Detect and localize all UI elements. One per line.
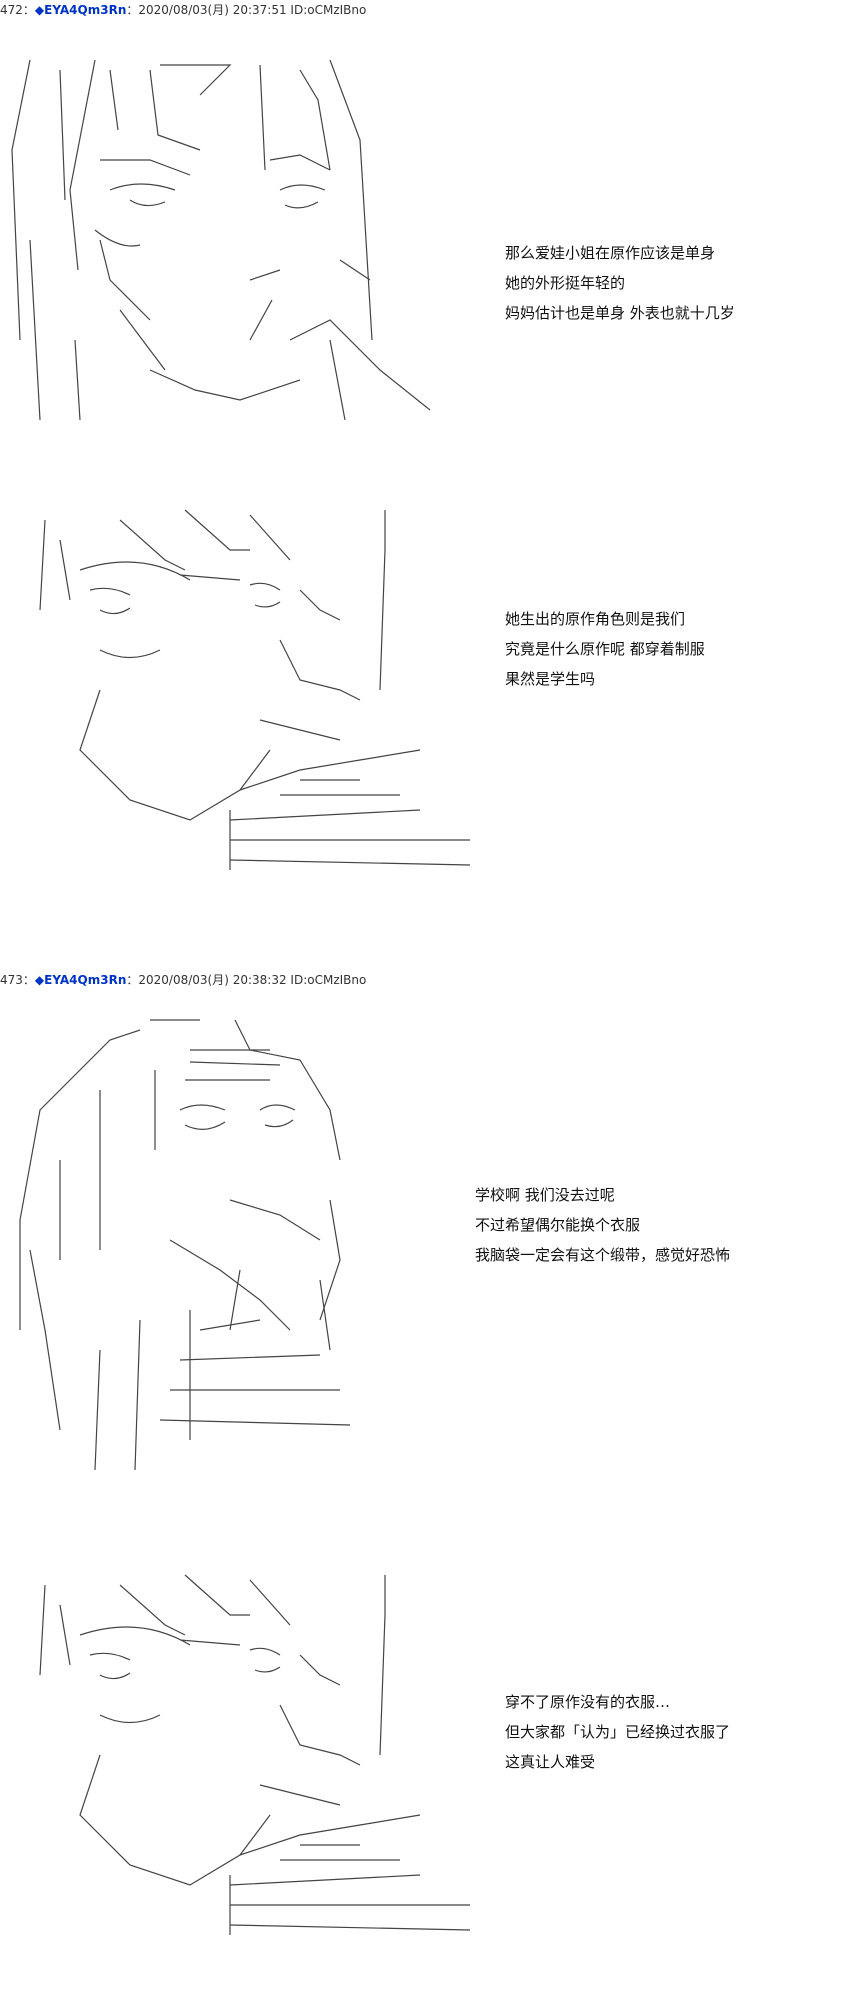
dialogue-line: 果然是学生吗 (505, 670, 596, 688)
poster-name[interactable]: EYA4Qm3Rn (44, 3, 127, 17)
dialogue-panel-1: 那么爱娃小姐在原作应该是单身 她的外形挺年轻的 妈妈估计也是单身 外表也就十几岁 (505, 238, 735, 328)
dialogue-panel-4: 穿不了原作没有的衣服… 但大家都「认为」已经换过衣服了 这真让人难受 (505, 1687, 730, 1777)
dialogue-line: 她的外形挺年轻的 (505, 274, 626, 292)
trip-diamond-icon: ◆ (34, 3, 45, 17)
trip-diamond-icon: ◆ (34, 973, 45, 987)
ascii-art-girl-uniform-repeat (0, 1555, 480, 1955)
post-separator: ： (22, 3, 35, 17)
dialogue-line: 妈妈估计也是单身 外表也就十几岁 (505, 304, 735, 322)
post-number: 472 (0, 3, 23, 17)
dialogue-panel-2: 她生出的原作角色则是我们 究竟是什么原作呢 都穿着制服 果然是学生吗 (505, 604, 705, 694)
post-separator: ： (22, 973, 35, 987)
post-meta: ：2020/08/03(月) 20:38:32 ID:oCMzIBno (126, 973, 367, 987)
post-number: 473 (0, 973, 23, 987)
dialogue-line: 我脑袋一定会有这个缎带，感觉好恐怖 (475, 1246, 731, 1264)
dialogue-line: 但大家都「认为」已经换过衣服了 (505, 1723, 731, 1741)
dialogue-panel-3: 学校啊 我们没去过呢 不过希望偶尔能换个衣服 我脑袋一定会有这个缎带，感觉好恐怖 (475, 1180, 730, 1270)
dialogue-line: 她生出的原作角色则是我们 (505, 610, 686, 628)
poster-name[interactable]: EYA4Qm3Rn (44, 973, 127, 987)
ascii-art-girl-ribbon (0, 1000, 400, 1470)
dialogue-line: 学校啊 我们没去过呢 (475, 1186, 615, 1204)
ascii-art-girl-uniform (0, 490, 480, 890)
post-header-472: 472：◆EYA4Qm3Rn：2020/08/03(月) 20:37:51 ID… (0, 2, 366, 18)
ascii-art-woman-portrait (0, 40, 440, 420)
dialogue-line: 究竟是什么原作呢 都穿着制服 (505, 640, 705, 658)
dialogue-line: 这真让人难受 (505, 1753, 596, 1771)
dialogue-line: 不过希望偶尔能换个衣服 (475, 1216, 641, 1234)
post-header-473: 473：◆EYA4Qm3Rn：2020/08/03(月) 20:38:32 ID… (0, 972, 366, 988)
dialogue-line: 那么爱娃小姐在原作应该是单身 (505, 244, 716, 262)
post-meta: ：2020/08/03(月) 20:37:51 ID:oCMzIBno (126, 3, 367, 17)
dialogue-line: 穿不了原作没有的衣服… (505, 1693, 671, 1711)
